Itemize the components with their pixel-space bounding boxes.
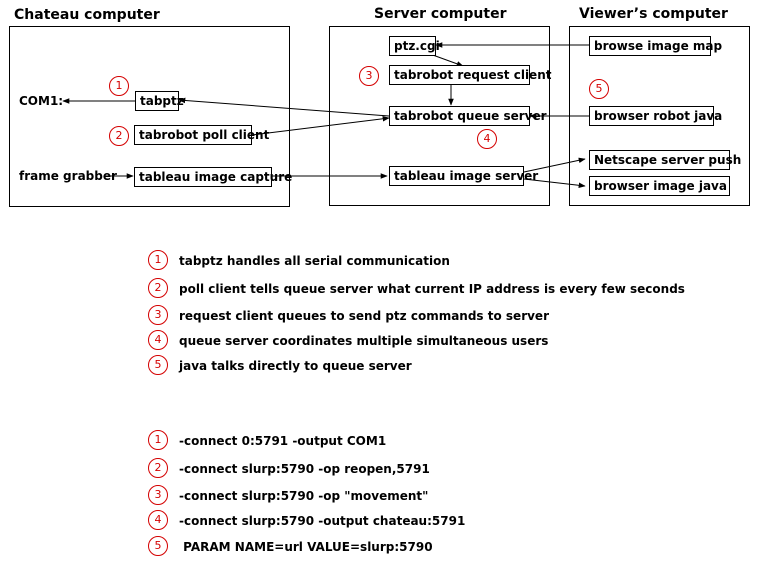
- arrow-ptz-cgi-to-request-client: [429, 53, 464, 67]
- legend-note-3: request client queues to send ptz comman…: [179, 309, 549, 323]
- legend-note-2: poll client tells queue server what curr…: [179, 282, 685, 296]
- browser-image-java-box: browser image java: [589, 176, 730, 196]
- command-badge-2: 2: [148, 458, 168, 478]
- image-server-box: tableau image server: [389, 166, 538, 186]
- browse-image-map-box: browse image map: [589, 36, 722, 56]
- legend-note-5: java talks directly to queue server: [179, 359, 412, 373]
- legend-badge-2: 2: [148, 278, 168, 298]
- poll-client-box: tabrobot poll client: [134, 125, 269, 145]
- frame-grabber-label: frame grabber: [19, 169, 117, 183]
- image-capture-box: tableau image capture: [134, 167, 292, 187]
- legend-badge-1: 1: [148, 250, 168, 270]
- viewer-section-title: Viewer’s computer: [579, 6, 728, 22]
- chateau-section-title: Chateau computer: [14, 7, 160, 23]
- legend-note-4: queue server coordinates multiple simult…: [179, 334, 549, 348]
- request-client-box: tabrobot request client: [389, 65, 551, 85]
- legend-badge-3: 3: [148, 305, 168, 325]
- badge-1: 1: [109, 76, 129, 96]
- badge-5: 5: [589, 79, 609, 99]
- command-badge-1: 1: [148, 430, 168, 450]
- legend-badge-5: 5: [148, 355, 168, 375]
- server-computer-frame: [329, 26, 550, 206]
- arrow-image-server-to-netscape: [523, 157, 586, 173]
- command-line-3: -connect slurp:5790 -op "movement": [179, 489, 429, 503]
- tabptz-box: tabptz: [135, 91, 184, 111]
- com1-port-label: COM1:: [19, 94, 64, 108]
- chateau-computer-frame: [9, 26, 290, 207]
- arrow-image-server-to-image-java: [523, 178, 586, 189]
- legend-note-1: tabptz handles all serial communication: [179, 254, 450, 268]
- legend-badge-4: 4: [148, 330, 168, 350]
- command-badge-3: 3: [148, 485, 168, 505]
- viewer-computer-frame: [569, 26, 750, 206]
- browser-robot-java-box: browser robot java: [589, 106, 722, 126]
- command-line-2: -connect slurp:5790 -op reopen,5791: [179, 462, 430, 476]
- ptz-cgi-box: ptz.cgi: [389, 36, 440, 56]
- command-badge-5: 5: [148, 536, 168, 556]
- queue-server-box: tabrobot queue server: [389, 106, 547, 126]
- command-line-4: -connect slurp:5790 -output chateau:5791: [179, 514, 466, 528]
- arrow-queue-server-to-tabptz: [178, 97, 390, 117]
- command-line-1: -connect 0:5791 -output COM1: [179, 434, 387, 448]
- arrow-poll-client-to-queue-server: [251, 115, 390, 136]
- badge-4: 4: [477, 129, 497, 149]
- command-line-5: PARAM NAME=url VALUE=slurp:5790: [179, 540, 433, 554]
- badge-3: 3: [359, 66, 379, 86]
- server-section-title: Server computer: [374, 6, 507, 22]
- command-badge-4: 4: [148, 510, 168, 530]
- netscape-server-push-box: Netscape server push: [589, 150, 741, 170]
- badge-2: 2: [109, 126, 129, 146]
